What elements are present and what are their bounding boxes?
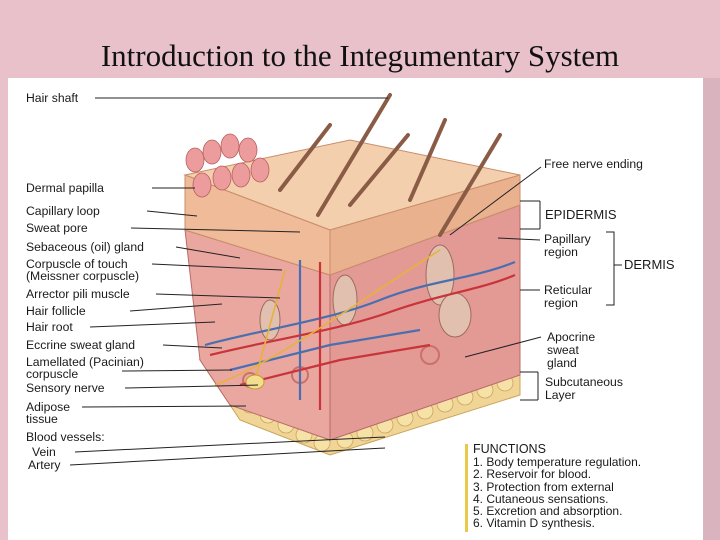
arteries bbox=[209, 262, 516, 410]
label-capillary-loop: Capillary loop bbox=[26, 204, 100, 218]
functions-list: 1. Body temperature regulation. 2. Reser… bbox=[473, 456, 641, 530]
label-apocrine-sweat: sweat bbox=[547, 343, 579, 357]
pacinian-corpuscle bbox=[245, 374, 265, 390]
label-apocrine-gland: gland bbox=[547, 356, 577, 370]
label-papillary-region: region bbox=[544, 245, 578, 259]
leader-lines bbox=[69, 97, 622, 466]
label-adipose: Adipose bbox=[26, 400, 71, 414]
dermal-papillae bbox=[185, 133, 270, 198]
label-papillary: Papillary bbox=[544, 232, 591, 246]
functions-accent-bar bbox=[465, 444, 468, 532]
label-subcutaneous: Subcutaneous bbox=[545, 375, 623, 389]
label-sweat-pore: Sweat pore bbox=[26, 221, 88, 235]
epidermis-side bbox=[329, 174, 521, 276]
slide-title: Introduction to the Integumentary System bbox=[100, 38, 620, 73]
label-epidermis: EPIDERMIS bbox=[545, 207, 617, 222]
label-vein: Vein bbox=[32, 445, 56, 459]
label-artery: Artery bbox=[28, 458, 61, 472]
label-apocrine: Apocrine bbox=[547, 330, 596, 344]
label-adipose-tissue: tissue bbox=[26, 412, 58, 426]
label-free-nerve-ending: Free nerve ending bbox=[544, 157, 643, 171]
label-dermis: DERMIS bbox=[624, 257, 675, 272]
label-reticular-region: region bbox=[544, 296, 578, 310]
function-item: 5. Excretion and absorption. bbox=[473, 504, 623, 519]
label-lamellated: Lamellated (Pacinian) bbox=[26, 355, 144, 369]
label-hair-shaft: Hair shaft bbox=[26, 91, 79, 105]
label-hair-follicle: Hair follicle bbox=[26, 304, 86, 318]
hair-shafts bbox=[278, 93, 502, 237]
label-subcutaneous-layer: Layer bbox=[545, 388, 576, 402]
function-item: 1. Body temperature regulation. bbox=[473, 455, 642, 469]
nerves bbox=[214, 249, 441, 386]
label-meissner-corpuscle: (Meissner corpuscle) bbox=[26, 269, 140, 283]
label-lamellated-corpuscle: corpuscle bbox=[26, 367, 79, 381]
label-hair-root: Hair root bbox=[26, 320, 73, 334]
functions-heading: FUNCTIONS bbox=[473, 442, 546, 456]
label-sensory-nerve: Sensory nerve bbox=[26, 381, 105, 395]
label-eccrine-gland: Eccrine sweat gland bbox=[26, 338, 136, 352]
label-dermal-papilla: Dermal papilla bbox=[26, 181, 104, 195]
function-item: 2. Reservoir for blood. bbox=[473, 467, 592, 482]
label-sebaceous-gland: Sebaceous (oil) gland bbox=[26, 240, 144, 254]
label-blood-vessels: Blood vessels: bbox=[26, 430, 105, 444]
panel-shade bbox=[703, 78, 720, 540]
function-item: 4. Cutaneous sensations. bbox=[473, 491, 609, 506]
function-item: 3. Protection from external bbox=[473, 479, 614, 494]
label-reticular: Reticular bbox=[544, 283, 593, 297]
label-corpuscle-of-touch: Corpuscle of touch bbox=[26, 257, 128, 271]
label-arrector-pili: Arrector pili muscle bbox=[26, 287, 130, 301]
function-item: 6. Vitamin D synthesis. bbox=[473, 516, 595, 531]
